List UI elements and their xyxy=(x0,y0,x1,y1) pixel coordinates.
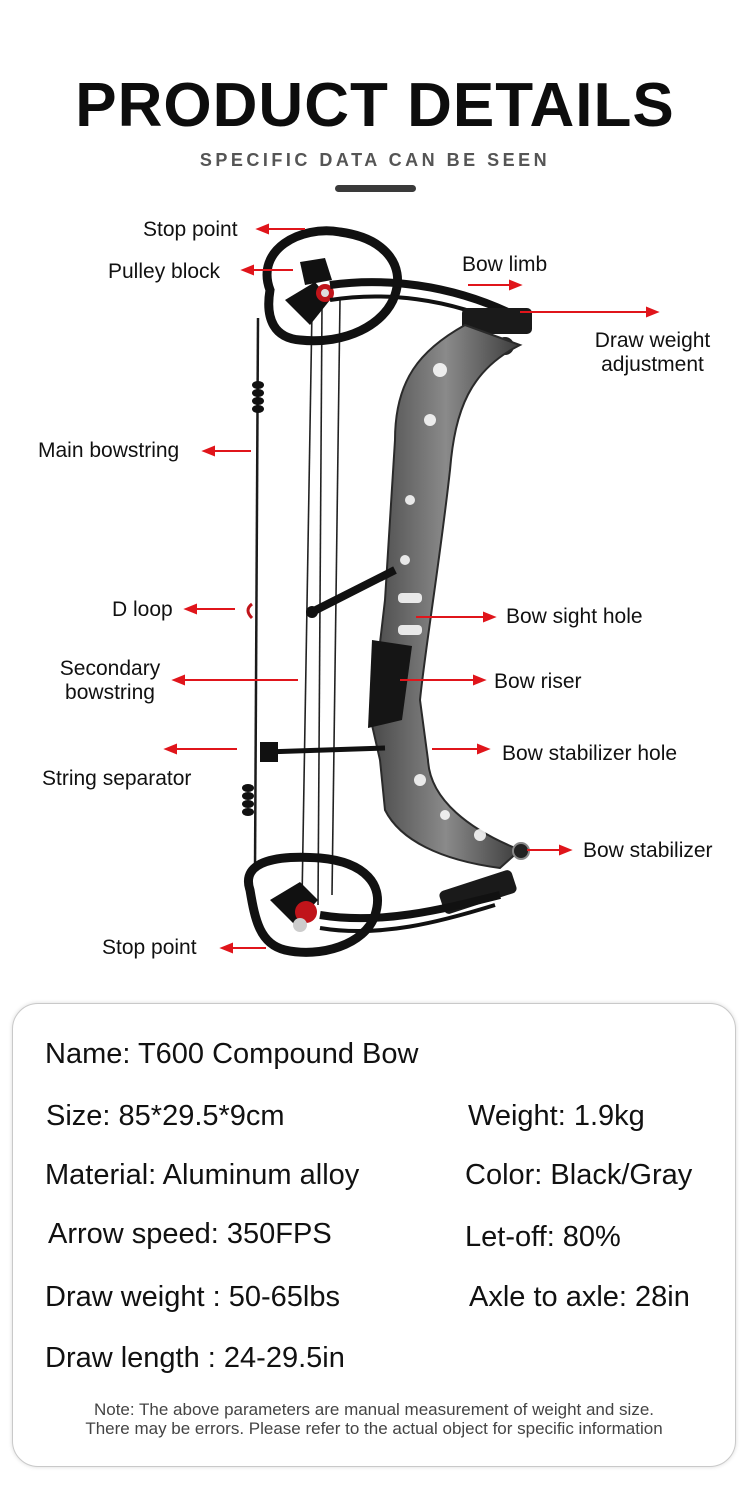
label-bow-riser: Bow riser xyxy=(494,670,582,693)
bottom-limb xyxy=(319,891,501,934)
spec-material: Material: Aluminum alloy xyxy=(45,1159,360,1191)
spec-card: Name: T600 Compound Bow Size: 85*29.5*9c… xyxy=(12,1003,736,1467)
spec-axle-to-axle: Axle to axle: 28in xyxy=(469,1281,690,1313)
label-bow-stabilizer: Bow stabilizer xyxy=(583,839,713,862)
label-bow-stabilizer-hole: Bow stabilizer hole xyxy=(502,742,678,765)
label-secondary-bowstring-line1: Secondary xyxy=(59,657,161,680)
spec-draw-weight: Draw weight : 50-65lbs xyxy=(45,1281,340,1313)
label-d-loop: D loop xyxy=(112,598,173,621)
label-secondary-bowstring: Secondary bowstring xyxy=(50,657,170,705)
spec-color: Color: Black/Gray xyxy=(465,1159,693,1191)
d-loop xyxy=(246,602,254,620)
bottom-cam xyxy=(244,852,382,957)
note-line-2: There may be errors. Please refer to the… xyxy=(85,1419,663,1438)
label-bow-sight-hole: Bow sight hole xyxy=(506,605,643,628)
spec-draw-length: Draw length : 24-29.5in xyxy=(45,1342,345,1374)
page-subtitle: SPECIFIC DATA CAN BE SEEN xyxy=(199,150,551,170)
label-pulley-block: Pulley block xyxy=(108,260,221,283)
spec-name: Name: T600 Compound Bow xyxy=(45,1038,419,1070)
label-stop-point-bottom: Stop point xyxy=(102,936,197,959)
label-string-separator: String separator xyxy=(42,767,192,790)
string-separator xyxy=(260,742,386,762)
spec-size: Size: 85*29.5*9cm xyxy=(46,1100,285,1132)
label-bow-limb: Bow limb xyxy=(462,253,548,276)
top-cam xyxy=(262,226,402,346)
label-main-bowstring: Main bowstring xyxy=(38,439,180,462)
main-bowstring xyxy=(242,317,264,871)
note-line-1: Note: The above parameters are manual me… xyxy=(93,1400,655,1419)
label-stop-point-top: Stop point xyxy=(143,218,238,241)
label-draw-weight-adjustment: Draw weight adjustment xyxy=(580,329,725,377)
spec-let-off: Let-off: 80% xyxy=(465,1221,621,1253)
callout-arrows xyxy=(163,223,660,954)
label-draw-weight-adjustment-line1: Draw weight xyxy=(594,329,711,352)
label-draw-weight-adjustment-line2: adjustment xyxy=(601,353,704,376)
bow-riser xyxy=(306,323,530,914)
label-secondary-bowstring-line2: bowstring xyxy=(65,681,155,704)
spec-arrow-speed: Arrow speed: 350FPS xyxy=(48,1218,332,1250)
compound-bow-illustration xyxy=(163,223,660,957)
title-divider xyxy=(335,185,416,192)
page-title: PRODUCT DETAILS xyxy=(75,71,675,140)
top-limb xyxy=(329,278,532,355)
spec-weight: Weight: 1.9kg xyxy=(468,1100,645,1132)
